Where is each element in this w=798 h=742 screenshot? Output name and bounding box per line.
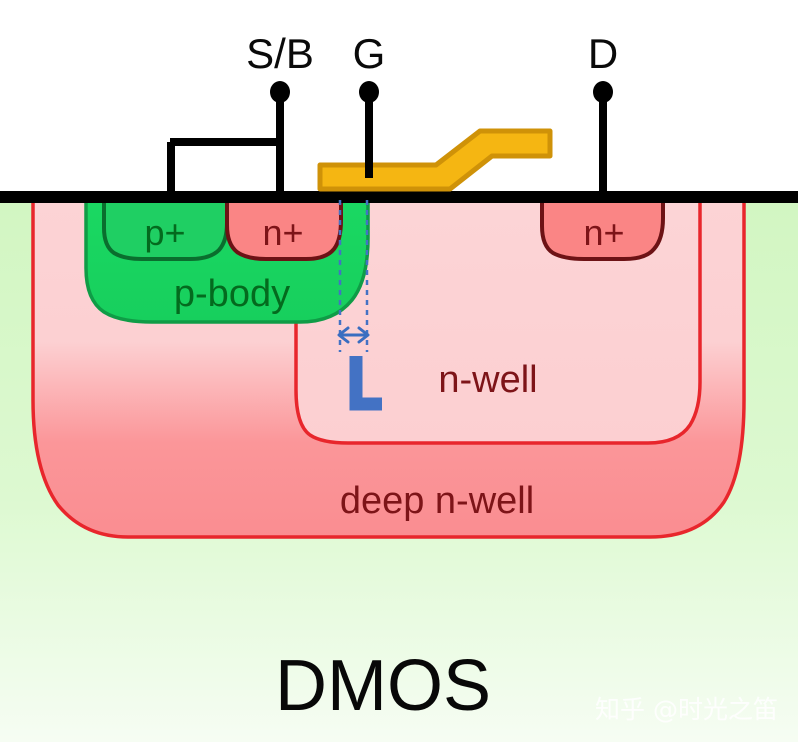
channel-arrow-head-left [337,326,350,344]
channel-length-marker [337,200,382,411]
nplus-source-diffusion [225,198,343,261]
source-body-terminal-label: S/B [246,30,314,77]
pbody-label: p-body [174,273,290,315]
figure-title: DMOS [275,646,491,726]
gate-terminal-label: G [353,30,386,77]
gate-polysilicon [317,128,553,192]
source-body-wiring [167,96,284,200]
nwell-label: n-well [438,359,537,401]
channel-arrow-head-right [357,326,370,344]
watermark: 知乎 @时光之笛 [595,695,778,724]
nplus-source-label: n+ [262,212,303,253]
drain-terminal-label: D [588,30,618,77]
gate-terminal-dot[interactable] [359,81,379,103]
pplus-label: p+ [144,212,185,253]
deep-nwell-label: deep n-well [340,480,534,522]
silicon-surface-line [0,191,798,203]
pplus-diffusion [102,198,229,261]
nplus-drain-diffusion [540,198,665,261]
channel-length-glyph [349,356,382,411]
drain-terminal-dot[interactable] [593,81,613,103]
nplus-drain-label: n+ [583,212,624,253]
source-body-terminal-dot[interactable] [270,81,290,103]
